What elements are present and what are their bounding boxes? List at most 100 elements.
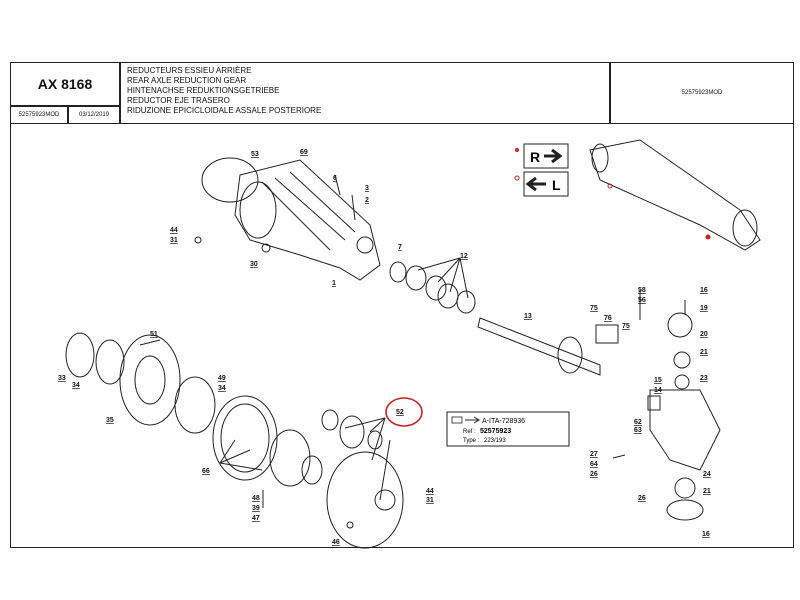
drive-shaft bbox=[477, 317, 601, 376]
left-box bbox=[523, 171, 569, 197]
ring-gear-inner bbox=[220, 403, 270, 473]
callout: 27 bbox=[590, 451, 598, 458]
type-value: 223/193 bbox=[484, 438, 506, 444]
callout: 30 bbox=[250, 261, 258, 268]
ring-34 bbox=[95, 339, 125, 385]
callout: 31 bbox=[170, 237, 178, 244]
callout: 24 bbox=[703, 471, 711, 478]
callout: 44 bbox=[170, 227, 178, 234]
callout: 16 bbox=[702, 531, 710, 538]
bushing-15 bbox=[647, 395, 661, 411]
callout: 13 bbox=[524, 313, 532, 320]
callout: 52 bbox=[396, 409, 404, 416]
ring-gear-66 bbox=[212, 395, 278, 481]
title-es: REDUCTOR EJE TRASERO bbox=[127, 96, 230, 105]
callout: 62 bbox=[634, 419, 642, 426]
ref-label: Ref : bbox=[463, 429, 476, 435]
callout: 34 bbox=[218, 385, 226, 392]
spider-76 bbox=[595, 324, 619, 344]
ref-value: 52575923 bbox=[480, 428, 511, 435]
right-marker bbox=[515, 148, 519, 152]
seal-23 bbox=[674, 374, 690, 390]
drawing-date: 03/12/2019 bbox=[68, 106, 120, 124]
callout: 33 bbox=[58, 375, 66, 382]
left-arrow-icon bbox=[525, 176, 546, 192]
right-code: 52575923MOD bbox=[610, 62, 794, 124]
callout: 63 bbox=[634, 427, 642, 434]
ref-arrow-icon bbox=[465, 416, 480, 424]
callout: 75 bbox=[622, 323, 630, 330]
callout: 69 bbox=[300, 149, 308, 156]
left-marker bbox=[514, 175, 520, 181]
callout: 7 bbox=[398, 244, 402, 251]
callout: 2 bbox=[365, 197, 369, 204]
callout: 12 bbox=[460, 253, 468, 260]
callout: 26 bbox=[590, 471, 598, 478]
direction-legend: R L bbox=[514, 143, 569, 197]
drawing-frame bbox=[10, 124, 794, 548]
right-label: R bbox=[530, 149, 540, 165]
bolt-27 bbox=[612, 454, 626, 459]
plug-30 bbox=[261, 243, 271, 253]
axle-thumbnail bbox=[589, 139, 761, 251]
planet-carrier bbox=[326, 451, 404, 549]
bolt-6 bbox=[334, 174, 341, 196]
highlight-circle bbox=[385, 397, 423, 427]
callout: 20 bbox=[700, 331, 708, 338]
callout: 64 bbox=[590, 461, 598, 468]
callout: 26 bbox=[638, 495, 646, 502]
callout: 47 bbox=[252, 515, 260, 522]
callout: 23 bbox=[700, 375, 708, 382]
callout: 6 bbox=[333, 175, 337, 182]
stud-51 bbox=[139, 339, 161, 346]
housing-ribs bbox=[261, 171, 356, 251]
callout: 51 bbox=[150, 331, 158, 338]
axle-housing bbox=[234, 159, 381, 281]
hub-bore bbox=[134, 355, 166, 405]
callout: 66 bbox=[202, 468, 210, 475]
callout: 31 bbox=[426, 497, 434, 504]
steering-knuckle bbox=[649, 389, 721, 471]
plug-44 bbox=[194, 236, 202, 244]
callout: 46 bbox=[332, 539, 340, 546]
callout: 39 bbox=[252, 505, 260, 512]
callout: 48 bbox=[252, 495, 260, 502]
plug-46 bbox=[346, 521, 354, 529]
bush-19 bbox=[667, 312, 693, 338]
shaft-yoke bbox=[557, 336, 583, 374]
callout: 56 bbox=[638, 297, 646, 304]
bolt-3 bbox=[351, 194, 356, 221]
callout: 19 bbox=[700, 305, 708, 312]
planet-washer bbox=[321, 409, 339, 431]
reference-box: A-ITA-728936 Ref : 52575923 Type : 223/1… bbox=[446, 411, 570, 447]
callout: 44 bbox=[426, 488, 434, 495]
callout: 53 bbox=[251, 151, 259, 158]
seal-7 bbox=[389, 261, 407, 283]
bearing-12d bbox=[456, 290, 476, 314]
title-it: RIDUZIONE EPICICLOIDALE ASSALE POSTERIOR… bbox=[127, 106, 322, 115]
bearing-12a bbox=[405, 265, 427, 291]
left-label: L bbox=[552, 177, 561, 193]
callout: 58 bbox=[638, 287, 646, 294]
part-code: 52575923MOD bbox=[10, 106, 68, 124]
washer-21 bbox=[673, 351, 691, 369]
seal-33 bbox=[65, 332, 95, 378]
right-arrow-icon bbox=[544, 148, 563, 164]
bearing-12b bbox=[425, 275, 447, 301]
callout: 1 bbox=[332, 280, 336, 287]
bearing-49 bbox=[174, 376, 216, 434]
callout: 21 bbox=[703, 488, 711, 495]
callout: 3 bbox=[365, 185, 369, 192]
right-box bbox=[523, 143, 569, 169]
callout-labels: 53 69 6 3 2 44 31 30 7 12 1 13 75 76 75 … bbox=[58, 149, 711, 546]
washer-21-low bbox=[674, 477, 696, 499]
carrier-hole bbox=[374, 489, 396, 511]
carrier-disc bbox=[269, 429, 311, 487]
housing-flange bbox=[239, 181, 277, 239]
wheel-hub bbox=[119, 334, 181, 426]
sun-gear bbox=[301, 455, 323, 485]
bush-lower bbox=[666, 499, 704, 521]
callout: 75 bbox=[590, 305, 598, 312]
title-block: AX 8168 52575923MOD 03/12/2019 REDUCTEUR… bbox=[10, 62, 794, 124]
